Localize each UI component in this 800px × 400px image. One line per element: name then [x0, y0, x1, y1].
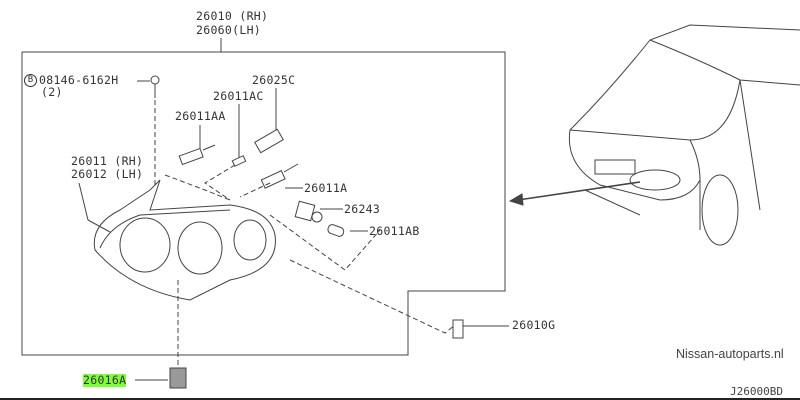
car-illustration-icon [568, 24, 800, 246]
part-label-08146-6162H[interactable]: 08146-6162H [39, 73, 119, 87]
diagram-code: J26000BD [730, 385, 783, 398]
bulb-26011A-icon [260, 163, 303, 189]
bracket-26010G-icon [452, 319, 509, 339]
bolt-icon [137, 75, 160, 186]
part-label-26011AC[interactable]: 26011AC [213, 89, 264, 103]
bulb-26011AC-icon [231, 104, 247, 167]
headlamp-icon [78, 179, 276, 301]
bolt-quantity: (2) [41, 85, 63, 99]
bulb-26011AB-icon [327, 224, 368, 237]
part-label-26011A[interactable]: 26011A [304, 181, 348, 195]
socket-26243-icon [294, 200, 343, 223]
bulb-26011AA-icon [178, 125, 216, 166]
part-label-26243[interactable]: 26243 [344, 202, 381, 216]
part-label-26012-lh[interactable]: 26012 (LH) [71, 167, 144, 181]
clip-26016A-icon [135, 367, 187, 389]
part-label-26011AB[interactable]: 26011AB [369, 224, 420, 238]
part-label-26011-rh[interactable]: 26011 (RH) [71, 154, 144, 168]
location-arrow-icon [508, 181, 641, 206]
assembly-label-rh[interactable]: 26010 (RH) [196, 9, 269, 23]
part-label-26025C[interactable]: 26025C [252, 73, 296, 87]
assembly-label-lh[interactable]: 26060(LH) [196, 23, 262, 37]
part-label-26010G[interactable]: 26010G [512, 318, 556, 332]
assembly-frame [21, 51, 506, 356]
part-label-26011AA[interactable]: 26011AA [175, 109, 226, 123]
bolt-badge: B [24, 74, 37, 87]
bulb-26025C-icon [254, 88, 284, 154]
part-label-26016A-highlighted[interactable]: 26016A [83, 373, 127, 387]
watermark: Nissan-autoparts.nl [676, 347, 784, 361]
